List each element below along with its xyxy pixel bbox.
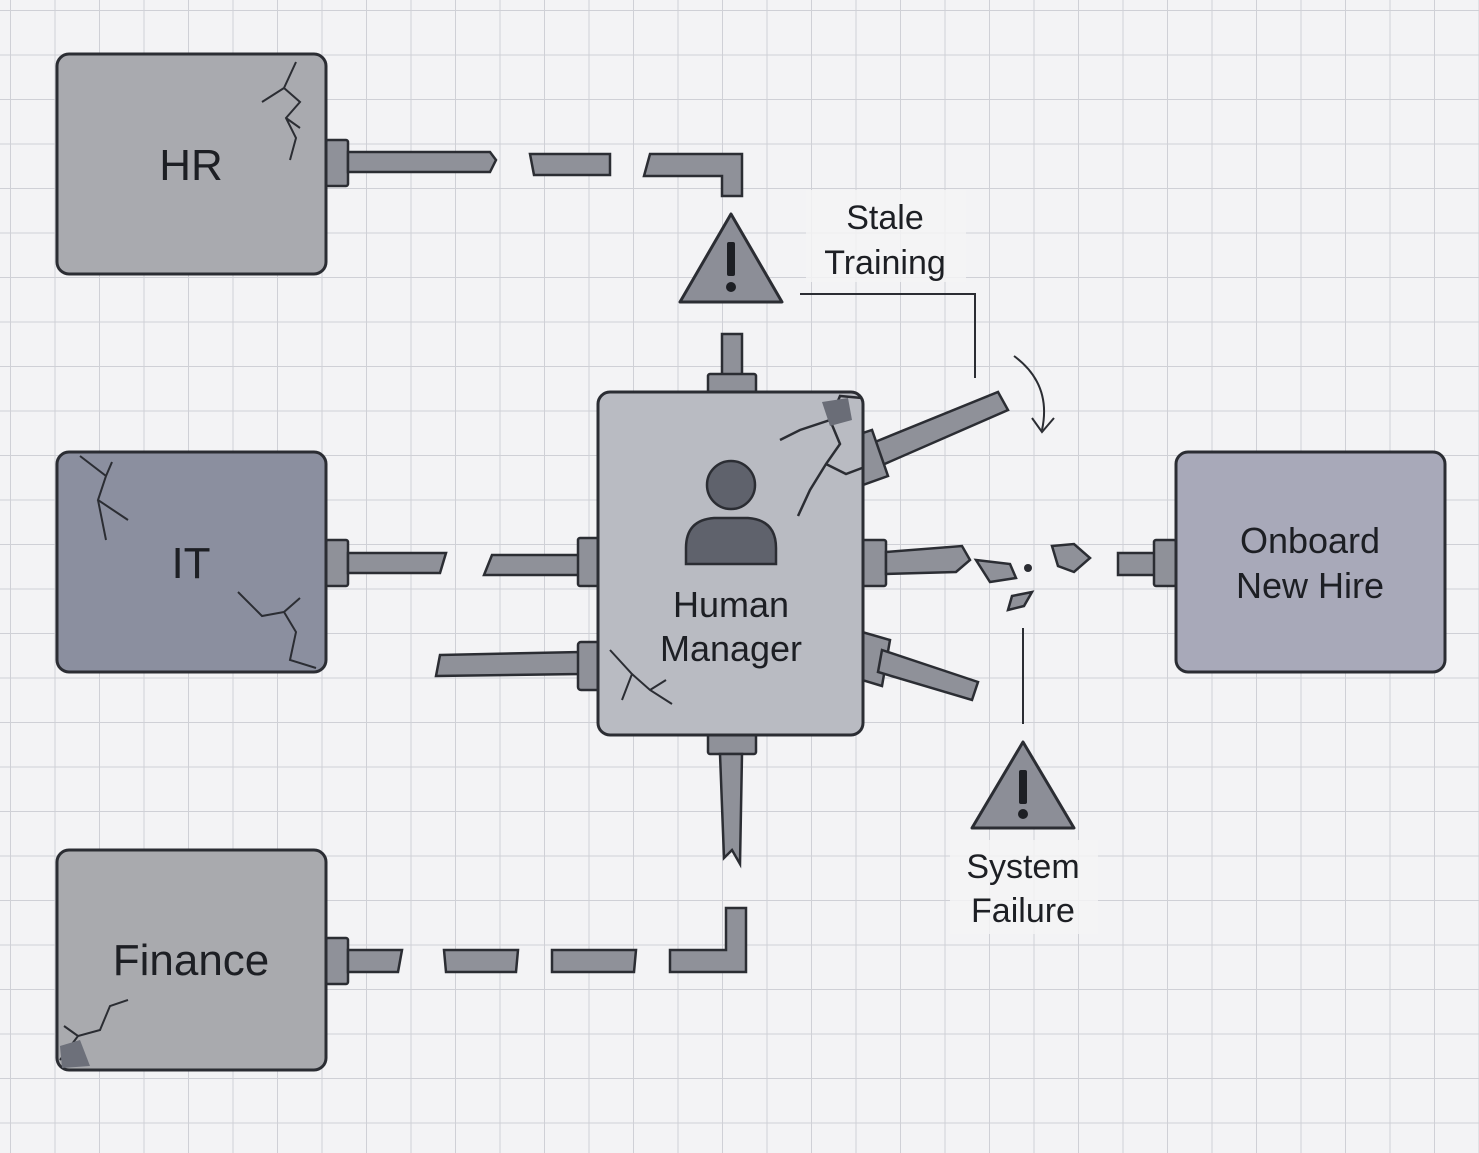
- node-onboard-box: [1174, 450, 1447, 674]
- callout-system-failure: System Failure: [950, 564, 1098, 934]
- pipe-it-to-manager: [324, 536, 602, 588]
- crack-mark: [609, 649, 673, 705]
- crack-mark: [79, 455, 129, 541]
- debris-dot: [1024, 564, 1032, 572]
- system-failure-line1: System: [966, 848, 1079, 886]
- node-onboard-label-line2: New Hire: [1236, 565, 1384, 606]
- node-onboard-label-line1: Onboard: [1240, 520, 1380, 561]
- pipe-manager-broken-lower-right: [860, 630, 980, 702]
- pipe-manager-broken-upper-right: [840, 390, 1010, 488]
- pipe-hr-to-manager: [324, 138, 744, 198]
- node-finance-box: [55, 848, 328, 1072]
- pipe-left-broken: [434, 640, 618, 692]
- pipe-manager-bottom-stub: [706, 732, 758, 869]
- node-hr-label: HR: [159, 141, 223, 190]
- callout-label-bg: [806, 190, 966, 282]
- person-icon: [684, 459, 778, 566]
- node-it-box: [55, 450, 328, 674]
- stale-training-line1: Stale: [846, 199, 924, 237]
- node-hr[interactable]: HR: [55, 52, 328, 276]
- callout-stale-training: Stale Training: [678, 190, 1055, 434]
- pipe-manager-to-onboard: [860, 538, 1178, 612]
- pipe-finance-to-manager: [324, 906, 748, 986]
- warning-icon: [970, 740, 1076, 830]
- node-manager-label-line2: Manager: [660, 628, 802, 669]
- callout-leader-line: [800, 293, 976, 378]
- stale-training-line2: Training: [824, 244, 946, 282]
- crack-mark: [261, 61, 302, 161]
- arrow-head: [1031, 417, 1055, 434]
- node-onboard-new-hire[interactable]: Onboard New Hire: [1174, 450, 1447, 674]
- node-human-manager[interactable]: Human Manager: [596, 390, 865, 737]
- node-it-label: IT: [171, 539, 210, 588]
- curved-arrow-icon: [1013, 355, 1046, 431]
- callout-label-bg: [950, 840, 1098, 934]
- node-manager-label-line1: Human: [673, 584, 789, 625]
- node-hr-box: [55, 52, 328, 276]
- warning-icon: [678, 212, 784, 304]
- crack-shadow: [60, 1040, 90, 1068]
- system-failure-line2: Failure: [971, 892, 1075, 930]
- crack-shadow: [822, 398, 852, 426]
- crack-mark: [237, 591, 317, 669]
- node-finance[interactable]: Finance: [55, 848, 328, 1072]
- node-it[interactable]: IT: [55, 450, 328, 674]
- pipe-manager-top-stub: [706, 332, 758, 396]
- node-finance-label: Finance: [113, 936, 270, 985]
